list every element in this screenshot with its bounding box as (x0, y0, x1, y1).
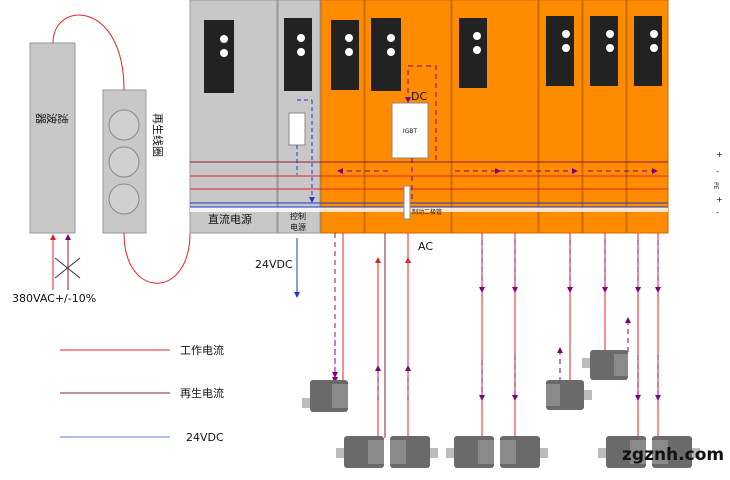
bus-plus-top-label: + (716, 150, 723, 159)
motor-cables (332, 233, 661, 438)
bus-pe-label: PE (712, 182, 719, 190)
control-power-label-2: 电源 (290, 222, 306, 232)
motor (582, 350, 628, 380)
dc-power-label: 直流电源 (208, 212, 252, 226)
brake-chip (403, 185, 411, 220)
motor (446, 436, 494, 468)
motor (390, 436, 438, 468)
legend-work-label: 工作电流 (180, 343, 224, 357)
motor (500, 436, 548, 468)
control-24v-path (296, 99, 315, 203)
motor (546, 380, 592, 410)
supply-label: 380VAC+/-10% (12, 292, 96, 305)
motors (302, 350, 700, 468)
dc-bus (190, 161, 668, 208)
control-power-box (288, 112, 306, 146)
motor (302, 380, 348, 412)
legend-regen-label: 再生电流 (180, 386, 224, 400)
dc24-label: 24VDC (255, 258, 293, 271)
filter-label: 滤波器 (35, 112, 69, 125)
input-wiring (52, 14, 191, 284)
motor (336, 436, 384, 468)
dc-label: DC (411, 90, 427, 103)
brake-label: 制动二极管 (412, 208, 442, 216)
control-power-label-1: 控制 (290, 211, 306, 221)
bus-flows (337, 65, 658, 200)
legend: 工作电流 再生电流 24VDC (60, 343, 224, 444)
watermark: zgznh.com (622, 445, 724, 465)
motor (598, 436, 646, 468)
regen-coil-block: 再生线圈 (102, 89, 165, 234)
motor (652, 436, 700, 468)
igbt-box: IGBT (391, 102, 429, 159)
bus-plus-bot-label: + (716, 195, 723, 204)
regen-coil-label: 再生线圈 (151, 113, 165, 157)
module-rack (189, 0, 669, 234)
igbt-label: IGBT (403, 128, 418, 135)
legend-24v-label: 24VDC (186, 431, 224, 444)
ac-label: AC (418, 240, 433, 253)
bus-minus-top-label: - (716, 167, 719, 176)
supply-arrows: 380VAC+/-10% (12, 234, 96, 305)
filter-block: 滤波器 (29, 42, 76, 234)
bus-minus-bot-label: - (716, 208, 719, 217)
